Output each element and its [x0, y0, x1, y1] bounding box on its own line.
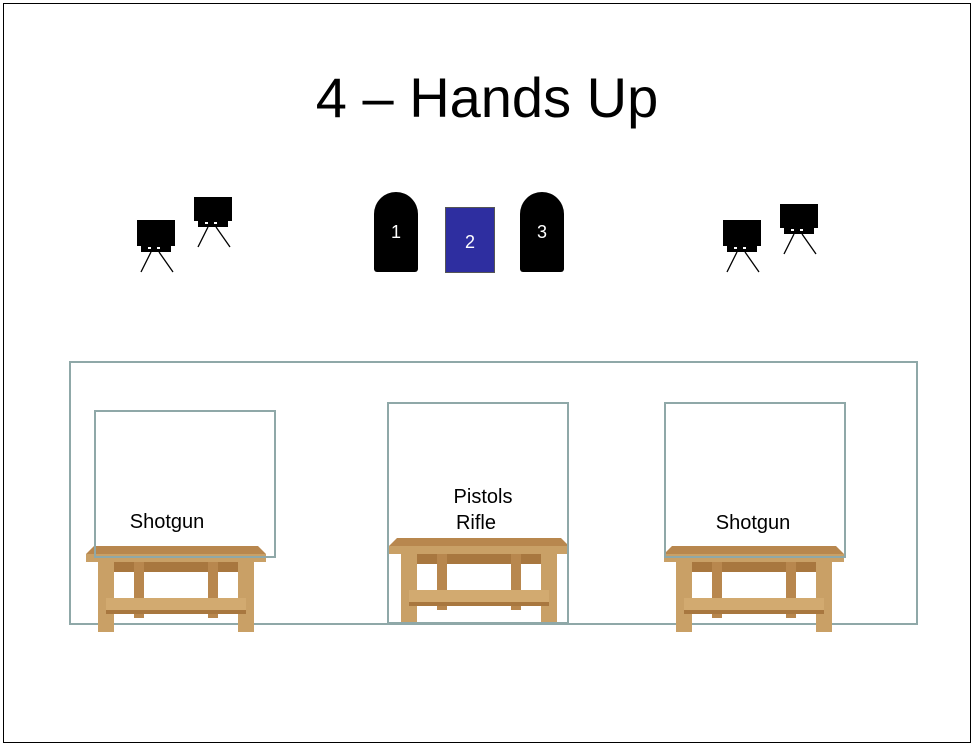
popper-target-right-2	[778, 202, 822, 264]
popper-target-right-1	[721, 218, 765, 280]
target-1-label: 1	[391, 222, 401, 243]
station-label-right: Shotgun	[680, 512, 826, 535]
target-2: 2	[445, 207, 495, 273]
station-label-center-line1: Pistols	[418, 486, 548, 509]
station-label-left: Shotgun	[94, 511, 240, 534]
station-label-center-line2: Rifle	[418, 512, 534, 535]
target-1: 1	[374, 192, 418, 272]
popper-target-left-1	[135, 218, 179, 280]
target-3: 3	[520, 192, 564, 272]
target-3-label: 3	[537, 222, 547, 243]
slide-title: 4 – Hands Up	[0, 70, 974, 126]
station-box-left	[94, 410, 276, 558]
target-2-label: 2	[465, 232, 475, 253]
popper-target-left-2	[192, 195, 236, 257]
